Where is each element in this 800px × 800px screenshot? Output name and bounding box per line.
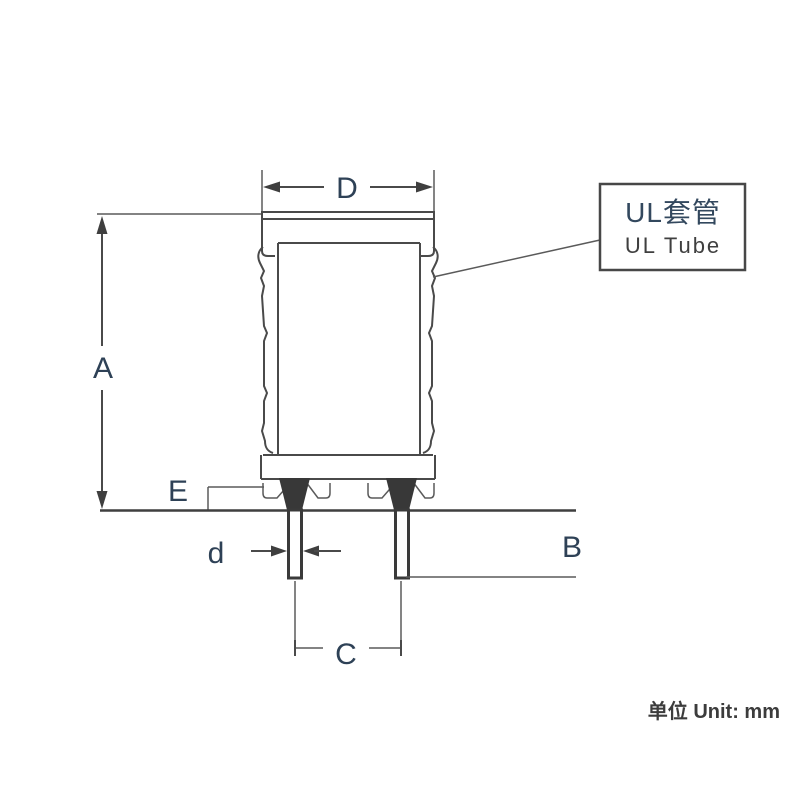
arrow-left-icon (263, 181, 280, 193)
label-A: A (93, 352, 113, 385)
pins (287, 508, 410, 580)
pin-right (394, 508, 410, 580)
top-flange-skirt-right (421, 243, 435, 257)
dimension-B: B (406, 531, 582, 578)
leader-line (432, 239, 601, 278)
foot-outline (412, 481, 435, 499)
ul-tube-edge-left (257, 246, 274, 454)
callout-ul-tube: UL套管 UL Tube (432, 182, 747, 278)
ul-tube-edge-right (422, 246, 439, 454)
arrow-left-icon (303, 545, 319, 557)
label-D: D (336, 172, 358, 205)
dimension-E: E (168, 475, 264, 510)
top-plate-band (261, 211, 435, 220)
terminal-root-right (386, 478, 417, 510)
unit-note: 单位 Unit: mm (648, 699, 780, 723)
dimension-C: C (294, 581, 402, 671)
arrow-up-icon (96, 216, 108, 234)
component-body (257, 211, 439, 480)
dimension-D: D (261, 170, 435, 211)
foot-outline (305, 481, 331, 499)
foot-outline (262, 481, 292, 499)
terminal-roots (279, 478, 417, 510)
callout-subtitle: UL Tube (625, 233, 721, 258)
arrow-right-icon (271, 545, 287, 557)
callout-box (598, 182, 747, 272)
dimension-d: d (208, 537, 341, 570)
pin-left (287, 508, 303, 580)
arrow-down-icon (96, 491, 108, 509)
arrow-right-icon (416, 181, 433, 193)
standoff-feet (262, 481, 435, 499)
label-C: C (335, 638, 357, 671)
label-B: B (562, 531, 582, 564)
label-d: d (208, 537, 225, 570)
top-flange-skirt-left (261, 243, 275, 257)
foot-outline (367, 481, 397, 499)
terminal-root-left (279, 478, 310, 510)
callout-title: UL套管 (625, 197, 721, 228)
dimension-A: A (93, 213, 262, 509)
label-E: E (168, 475, 188, 508)
